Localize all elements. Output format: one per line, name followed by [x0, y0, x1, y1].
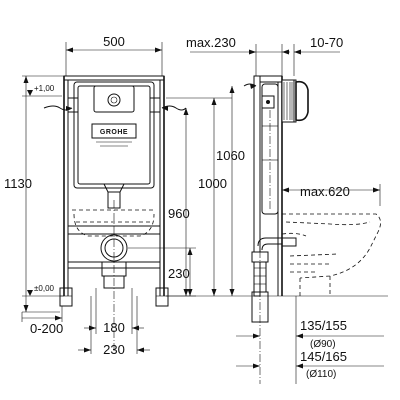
bowl-label: max.620 — [300, 184, 350, 199]
outlet-2-diameter: (Ø110) — [306, 369, 336, 380]
adjust-dimension: 0-200 — [21, 306, 63, 336]
zero-label: ±0,00 — [34, 284, 55, 293]
plate-dimension: 10-70 — [293, 35, 343, 76]
bowl-dimension: max.620 — [282, 184, 381, 206]
depth-dimension: max.230 — [186, 35, 290, 76]
side-view: max.230 10-70 — [186, 35, 388, 384]
drain-pipe-side — [251, 237, 297, 384]
height-1060-dimension: 1060 — [216, 86, 245, 296]
height-1060-label: 1060 — [216, 148, 245, 163]
height-960-dimension: 960 — [168, 108, 190, 296]
cistern: GROHE — [67, 81, 161, 209]
height-1000-dimension: 1000 — [166, 97, 232, 296]
logo: GROHE — [100, 129, 128, 136]
spacing-230-label: 230 — [103, 342, 125, 357]
adjust-label: 0-200 — [30, 321, 63, 336]
width-dimension: 500 — [65, 34, 163, 76]
plate-label: 10-70 — [310, 35, 343, 50]
drain-height-label: 230 — [168, 266, 190, 281]
toilet-bowl-outline — [281, 213, 381, 296]
zero-marker — [27, 290, 33, 296]
height-960-label: 960 — [168, 206, 190, 221]
water-inlet-arrows — [43, 105, 187, 111]
total-height-dimension: 1130 — [4, 75, 64, 313]
flush-plate-side — [281, 79, 309, 123]
front-view: 500 GROHE — [4, 34, 246, 357]
outlet-1-dimension: 135/155 (Ø90) — [236, 318, 384, 350]
outlet-1-diameter: (Ø90) — [310, 339, 336, 350]
width-label: 500 — [103, 34, 125, 49]
height-1000-label: 1000 — [198, 176, 227, 191]
depth-label: max.230 — [186, 35, 236, 50]
spacing-180-label: 180 — [103, 320, 125, 335]
drain-connection — [100, 200, 128, 352]
total-height-label: 1130 — [4, 176, 32, 191]
outlet-2-label: 145/165 — [300, 349, 347, 364]
plus-one-marker — [27, 90, 33, 96]
outlet-1-label: 135/155 — [300, 318, 347, 333]
spacing-230-dimension: 230 — [78, 296, 150, 357]
outlet-2-dimension: 145/165 (Ø110) — [236, 349, 384, 380]
frame-side — [243, 75, 283, 297]
plus-one-label: +1,00 — [34, 84, 55, 93]
